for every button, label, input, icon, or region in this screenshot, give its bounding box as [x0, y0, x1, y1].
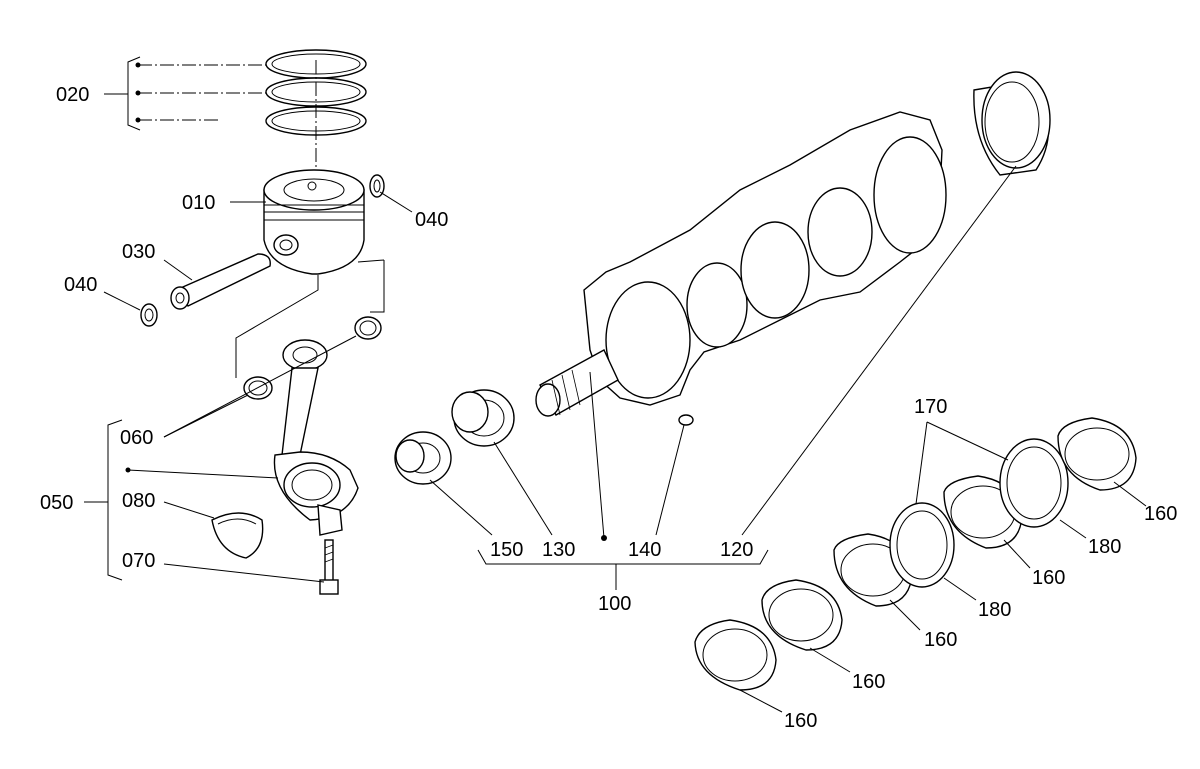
callout-160-d: 160	[852, 671, 885, 693]
callout-160-c: 160	[924, 629, 957, 651]
main-bearing-5	[1057, 417, 1137, 491]
callout-040-left: 040	[64, 274, 97, 296]
woodruff-key	[678, 414, 694, 426]
callout-060: 060	[120, 427, 153, 449]
thrust-washer-2	[999, 438, 1069, 528]
main-bearing-2	[761, 579, 843, 651]
bracket-020	[104, 56, 266, 131]
callout-100: 100	[598, 593, 631, 615]
thrust-washer-1	[889, 502, 955, 588]
piston	[263, 169, 365, 275]
crank-sleeve	[973, 71, 1051, 176]
oil-pump-gear	[394, 431, 452, 485]
callout-030: 030	[122, 241, 155, 263]
conrod-bearing	[211, 512, 264, 559]
bracket-100	[477, 549, 769, 565]
callout-040-right: 040	[415, 209, 448, 231]
callout-180-a: 180	[1088, 536, 1121, 558]
bracket-050	[84, 419, 279, 581]
callout-130: 130	[542, 539, 575, 561]
callout-120: 120	[720, 539, 753, 561]
piston-pin	[170, 253, 271, 310]
circlip-right	[369, 174, 385, 198]
callout-150: 150	[490, 539, 523, 561]
piston-rings	[265, 49, 367, 190]
conrod-bolt	[319, 539, 339, 595]
callout-140: 140	[628, 539, 661, 561]
callout-160-b: 160	[1032, 567, 1065, 589]
crankshaft	[535, 111, 947, 417]
main-bearing-1	[694, 619, 777, 691]
connecting-rod	[273, 339, 359, 536]
callout-170: 170	[914, 396, 947, 418]
circlip-left	[140, 303, 158, 327]
callout-020: 020	[56, 84, 89, 106]
callout-050: 050	[40, 492, 73, 514]
callout-labels: 020 010 040 030 040 060 050 080 070 150 …	[40, 84, 1177, 732]
crank-gear	[451, 389, 515, 447]
small-end-bush-2	[354, 316, 382, 340]
callout-160-e: 160	[784, 710, 817, 732]
leader-lines	[103, 165, 1147, 713]
callout-160-a: 160	[1144, 503, 1177, 525]
callout-010: 010	[182, 192, 215, 214]
callout-080: 080	[122, 490, 155, 512]
callout-070: 070	[122, 550, 155, 572]
callout-180-b: 180	[978, 599, 1011, 621]
